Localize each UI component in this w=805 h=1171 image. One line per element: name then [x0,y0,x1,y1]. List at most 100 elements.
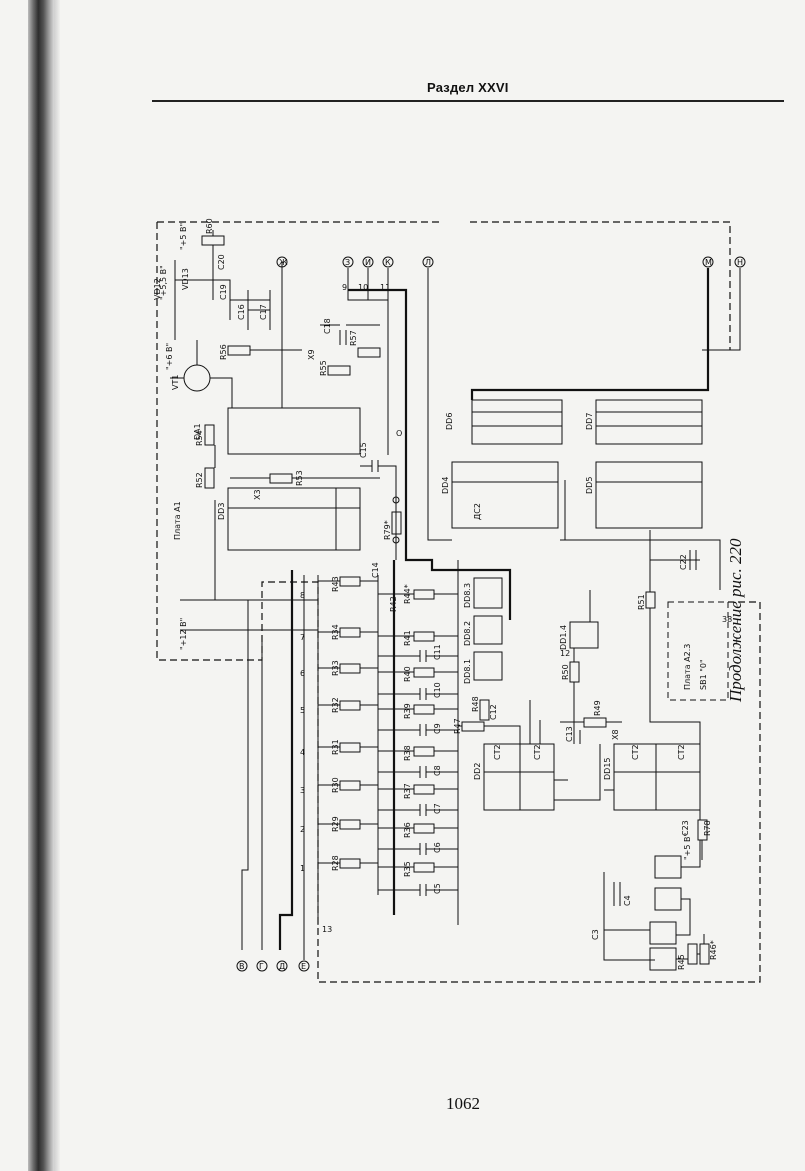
label-c5: C5 [433,883,442,894]
label-pin-1: 1 [300,864,305,873]
label-c11: C11 [433,644,442,660]
label-c17: C17 [259,304,268,320]
label-r54: R54 [195,430,204,446]
chip-dd8-3 [473,577,503,609]
chip-dd2 [483,743,555,811]
resistor-ladder-upper [318,576,378,869]
label-net-n: Н [737,258,743,267]
label-x3: X3 [253,489,262,500]
net-mark-g [256,960,268,972]
label-dd3: DD3 [217,503,226,520]
label-net-d: Д [279,962,285,971]
label-decoder: ДС2 [473,503,482,520]
label-r30: R30 [331,777,340,793]
header-rule [152,100,784,102]
capacitor-ladder [378,650,458,896]
label-r31: R31 [331,739,340,755]
label-x8: X8 [611,729,620,740]
label-board-a1: Плата А1 [173,501,182,540]
label-num-13: 13 [322,925,332,934]
chip-dd1-4 [569,621,599,649]
label-ct2-a: CT2 [493,744,502,760]
thick-signal-lines [278,268,710,950]
board-a2-3-outline [667,601,729,701]
label-c7: C7 [433,803,442,814]
net-marks-top [276,256,746,268]
net-mark-v [236,960,248,972]
label-num-o: O [396,429,402,438]
label-pin-7: 7 [300,633,305,642]
label-r60: R60 [205,218,214,234]
label-vt1: VT1 [171,375,180,390]
label-c8: C8 [433,765,442,776]
net-mark-k [382,256,394,268]
label-dd15: DD15 [603,758,612,781]
chip-dd6 [471,399,563,445]
label-num-10: 10 [358,283,368,292]
label-r42: R42 [389,596,398,612]
label-net-i: И [365,258,371,267]
label-dd2: DD2 [473,763,482,780]
label-r48: R48 [471,696,480,712]
label-net-g: Г [259,962,264,971]
component-labels: Плата А1 Плата А2.3 "+12 В" "+6 В" "+5,5… [153,218,743,971]
label-board-a2-3: Плата А2.3 [683,644,692,690]
net-mark-i [362,256,374,268]
label-pin-3: 3 [300,786,305,795]
label-c18: C18 [323,318,332,334]
top-power-section [170,230,402,560]
label-net-e: Е [301,962,306,971]
label-r57: R57 [349,330,358,346]
label-r46: R46* [709,940,718,960]
label-c15: C15 [359,442,368,458]
label-r34: R34 [331,624,340,640]
page-number: 1062 [446,1094,480,1113]
label-vd13: VD13 [181,268,190,290]
label-ct2-c: CT2 [631,744,640,760]
label-pin-2: 2 [300,825,305,834]
label-x9: X9 [307,349,316,360]
net-mark-n [734,256,746,268]
right-wiring [427,268,741,965]
label-c4: C4 [623,895,632,906]
label-c19: C19 [219,284,228,300]
label-vd12: VD12 [153,278,162,300]
chip-dd8-2 [473,615,503,645]
label-pin-6: 6 [300,669,305,678]
label-c20: C20 [217,254,226,270]
label-net-l: Л [425,258,431,267]
net-marks-bottom [236,960,310,972]
label-c3: C3 [591,929,600,940]
label-c9: C9 [433,723,442,734]
label-r33: R33 [331,660,340,676]
label-r49: R49 [593,700,602,716]
label-r45: R45 [677,954,686,970]
label-num-12: 12 [560,649,570,658]
resistor-ladder-lower [378,589,458,873]
label-r39: R39 [403,703,412,719]
label-r78: R78 [703,820,712,836]
book-binding-edge [54,0,60,1171]
gate-bottom-2 [654,887,682,911]
label-dd8-3: DD8.3 [463,583,472,608]
chip-dd4 [451,461,559,529]
net-mark-e [298,960,310,972]
label-c6: C6 [433,842,442,853]
label-c16: C16 [237,304,246,320]
label-num-9: 9 [342,283,347,292]
label-da1: DA1 [193,423,202,440]
gate-bottom-4 [649,947,677,971]
label-r38: R38 [403,745,412,761]
label-power-5v-bottom: "+5 В" [683,833,692,860]
label-r51: R51 [637,594,646,610]
label-c13: C13 [565,726,574,742]
gate-bottom-1 [654,855,682,879]
label-pin-4: 4 [300,748,305,757]
chip-dd15 [613,743,701,811]
figure-caption: Продолжение рис. 220 [726,538,745,702]
label-r29: R29 [331,816,340,832]
net-mark-zh [276,256,288,268]
label-r36: R36 [403,822,412,838]
label-c23: C23 [681,820,690,836]
